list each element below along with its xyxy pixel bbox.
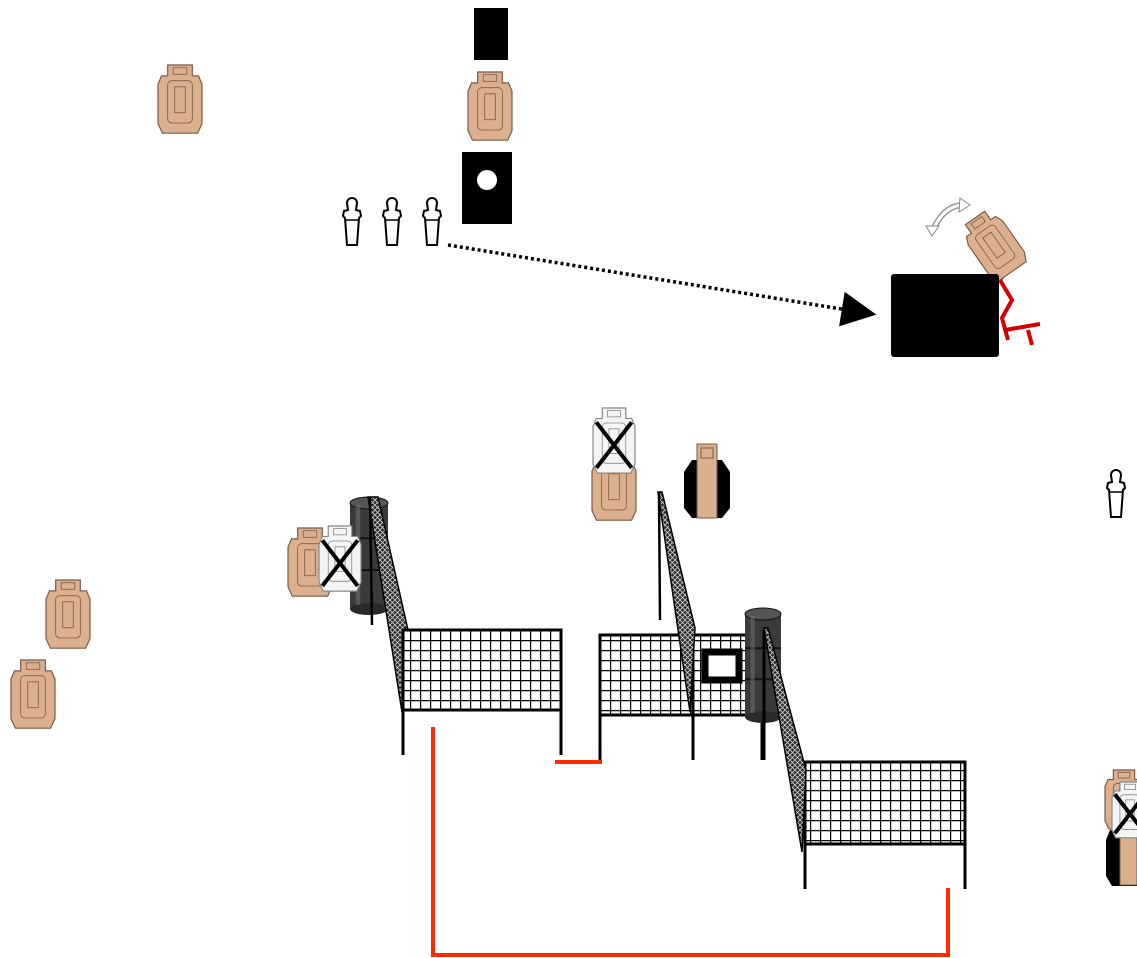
paper-target-icon: [964, 210, 1027, 282]
no-shoot-target-icon: [592, 407, 636, 474]
rotate-arrow-icon: [925, 197, 971, 237]
barricade-post: [368, 496, 374, 626]
steel-target-with-hole-icon: [462, 152, 512, 224]
barricade-wall-angled: [763, 627, 807, 853]
popper-icon: [381, 197, 403, 246]
popper-group: [341, 197, 443, 246]
paper-target-icon: [10, 659, 56, 729]
movement-arrow: [447, 243, 877, 327]
popper-icon: [1105, 469, 1127, 518]
fault-line: [431, 727, 950, 957]
port-window-icon: [701, 648, 743, 684]
paper-target-icon: [45, 579, 91, 649]
barricade-wall: [401, 628, 563, 755]
barricade-wall-angled: [657, 491, 696, 713]
swinging-target-activator: [891, 197, 1041, 357]
barricade-wall: [803, 760, 967, 889]
steel-plate-icon: [474, 8, 508, 60]
popper-icon: [421, 197, 443, 246]
no-shoot-target-icon: [1111, 781, 1137, 839]
steel-target-icon: [684, 443, 730, 519]
barricade-post: [657, 491, 662, 621]
steel-box-icon: [891, 274, 999, 357]
popper-icon: [341, 197, 363, 246]
paper-target-icon: [467, 71, 513, 141]
no-shoot-target-icon: [318, 525, 362, 592]
paper-target-icon: [157, 64, 203, 134]
